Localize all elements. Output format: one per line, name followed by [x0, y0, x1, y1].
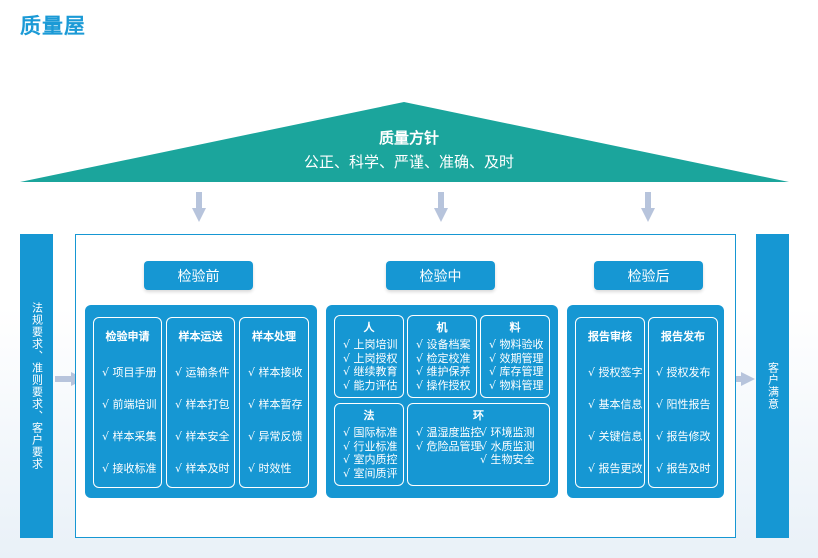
- page-title: 质量屋: [20, 14, 86, 38]
- list-item: √ 继续教育: [343, 365, 398, 378]
- list-item: √ 样本安全: [175, 430, 230, 443]
- card-sample-transport: 样本运送 √ 运输条件 √ 样本打包 √ 样本安全 √ 样本及时: [166, 317, 235, 488]
- down-arrow-icon: [434, 192, 448, 222]
- card-title: 报告发布: [661, 330, 705, 343]
- card-report-review: 报告审核 √ 授权签字 √ 基本信息 √ 关键信息 √ 报告更改: [575, 317, 645, 488]
- list-item: √ 温湿度监控: [416, 426, 482, 439]
- list-item: √ 环境监测: [480, 426, 535, 439]
- list-item: √ 物料管理: [489, 378, 544, 392]
- list-item: √ 设备档案: [416, 338, 471, 351]
- cell-title: 人: [363, 321, 375, 334]
- list-item: √ 项目手册: [102, 366, 157, 379]
- list-item: √ 生物安全: [480, 453, 535, 466]
- roof-subtitle: 公正、科学、严谨、准确、及时: [303, 153, 514, 171]
- list-item: √ 能力评估: [343, 378, 398, 392]
- pre-analysis-group: 检验申请 √ 项目手册 √ 前端培训 √ 样本采集 √ 接收标准 样本运送 √ …: [85, 305, 317, 498]
- list-item: √ 维护保养: [416, 365, 471, 378]
- list-item: √ 前端培训: [102, 398, 157, 411]
- list-item: √ 授权发布: [656, 366, 711, 379]
- cell-method: 法 √ 国际标准 √ 行业标准 √ 室内质控 √ 室间质评: [334, 403, 404, 486]
- card-title: 样本运送: [178, 330, 223, 343]
- list-item: √ 时效性: [248, 462, 292, 475]
- analysis-group: 人 √ 上岗培训 √ 上岗授权 √ 继续教育 √ 能力评估 机 √ 设备档案 √…: [326, 305, 558, 498]
- list-item: √ 样本接收: [248, 366, 303, 379]
- card-report-release: 报告发布 √ 授权发布 √ 阳性报告 √ 报告修改 √ 报告及时: [648, 317, 718, 488]
- card-title: 样本处理: [252, 330, 296, 343]
- list-item: √ 报告及时: [656, 462, 711, 475]
- list-item: √ 运输条件: [175, 366, 230, 379]
- phase-post-label: 检验后: [594, 261, 703, 290]
- list-item: √ 库存管理: [489, 365, 544, 378]
- list-item: √ 物料验收: [489, 338, 544, 351]
- phase-pre-label: 检验前: [144, 261, 253, 290]
- left-pillar-text: 法规要求、准则要求、客户要求: [30, 302, 44, 470]
- phase-mid-label: 检验中: [386, 261, 495, 290]
- cell-title: 机: [436, 321, 448, 334]
- list-item: √ 检定校准: [416, 351, 471, 365]
- list-item: √ 报告修改: [656, 430, 711, 443]
- right-pillar: 客户满意: [756, 234, 789, 538]
- list-item: √ 授权签字: [588, 366, 643, 379]
- down-arrow-icon: [192, 192, 206, 222]
- list-item: √ 样本暂存: [248, 398, 303, 411]
- roof-title: 质量方针: [378, 129, 439, 147]
- list-item: √ 行业标准: [343, 439, 398, 453]
- cell-title: 法: [363, 409, 375, 422]
- list-item: √ 基本信息: [588, 398, 643, 411]
- cell-title: 料: [509, 321, 521, 334]
- down-arrow-icon: [641, 192, 655, 222]
- list-item: √ 操作授权: [416, 378, 471, 392]
- card-title: 检验申请: [105, 330, 150, 343]
- list-item: √ 水质监测: [480, 439, 535, 453]
- list-item: √ 报告更改: [588, 462, 643, 475]
- list-item: √ 危险品管理: [416, 439, 482, 453]
- right-pillar-text: 客户满意: [766, 362, 780, 410]
- cell-people: 人 √ 上岗培训 √ 上岗授权 √ 继续教育 √ 能力评估: [334, 315, 404, 398]
- roof-triangle: [20, 102, 789, 182]
- list-item: √ 效期管理: [489, 351, 544, 365]
- list-item: √ 室间质评: [343, 466, 398, 480]
- post-analysis-group: 报告审核 √ 授权签字 √ 基本信息 √ 关键信息 √ 报告更改 报告发布 √ …: [567, 305, 724, 498]
- list-item: √ 阳性报告: [656, 398, 711, 411]
- list-item: √ 样本采集: [102, 430, 157, 443]
- list-item: √ 异常反馈: [248, 430, 303, 443]
- card-sample-processing: 样本处理 √ 样本接收 √ 样本暂存 √ 异常反馈 √ 时效性: [239, 317, 309, 488]
- cell-title: 环: [473, 409, 484, 422]
- list-item: √ 样本及时: [175, 462, 230, 475]
- cell-material: 料 √ 物料验收 √ 效期管理 √ 库存管理 √ 物料管理: [480, 315, 550, 398]
- list-item: √ 上岗培训: [343, 338, 398, 351]
- cell-environment: 环 √ 温湿度监控 √ 危险品管理 √ 环境监测 √ 水质监测 √ 生物安全: [407, 403, 550, 486]
- left-pillar: 法规要求、准则要求、客户要求: [20, 234, 53, 538]
- card-title: 报告审核: [588, 330, 632, 343]
- cell-machine: 机 √ 设备档案 √ 检定校准 √ 维护保养 √ 操作授权: [407, 315, 477, 398]
- list-item: √ 上岗授权: [343, 351, 398, 365]
- card-test-request: 检验申请 √ 项目手册 √ 前端培训 √ 样本采集 √ 接收标准: [93, 317, 162, 488]
- list-item: √ 样本打包: [175, 398, 230, 411]
- list-item: √ 关键信息: [588, 430, 643, 443]
- list-item: √ 国际标准: [343, 426, 398, 439]
- list-item: √ 室内质控: [343, 453, 398, 466]
- list-item: √ 接收标准: [102, 462, 157, 475]
